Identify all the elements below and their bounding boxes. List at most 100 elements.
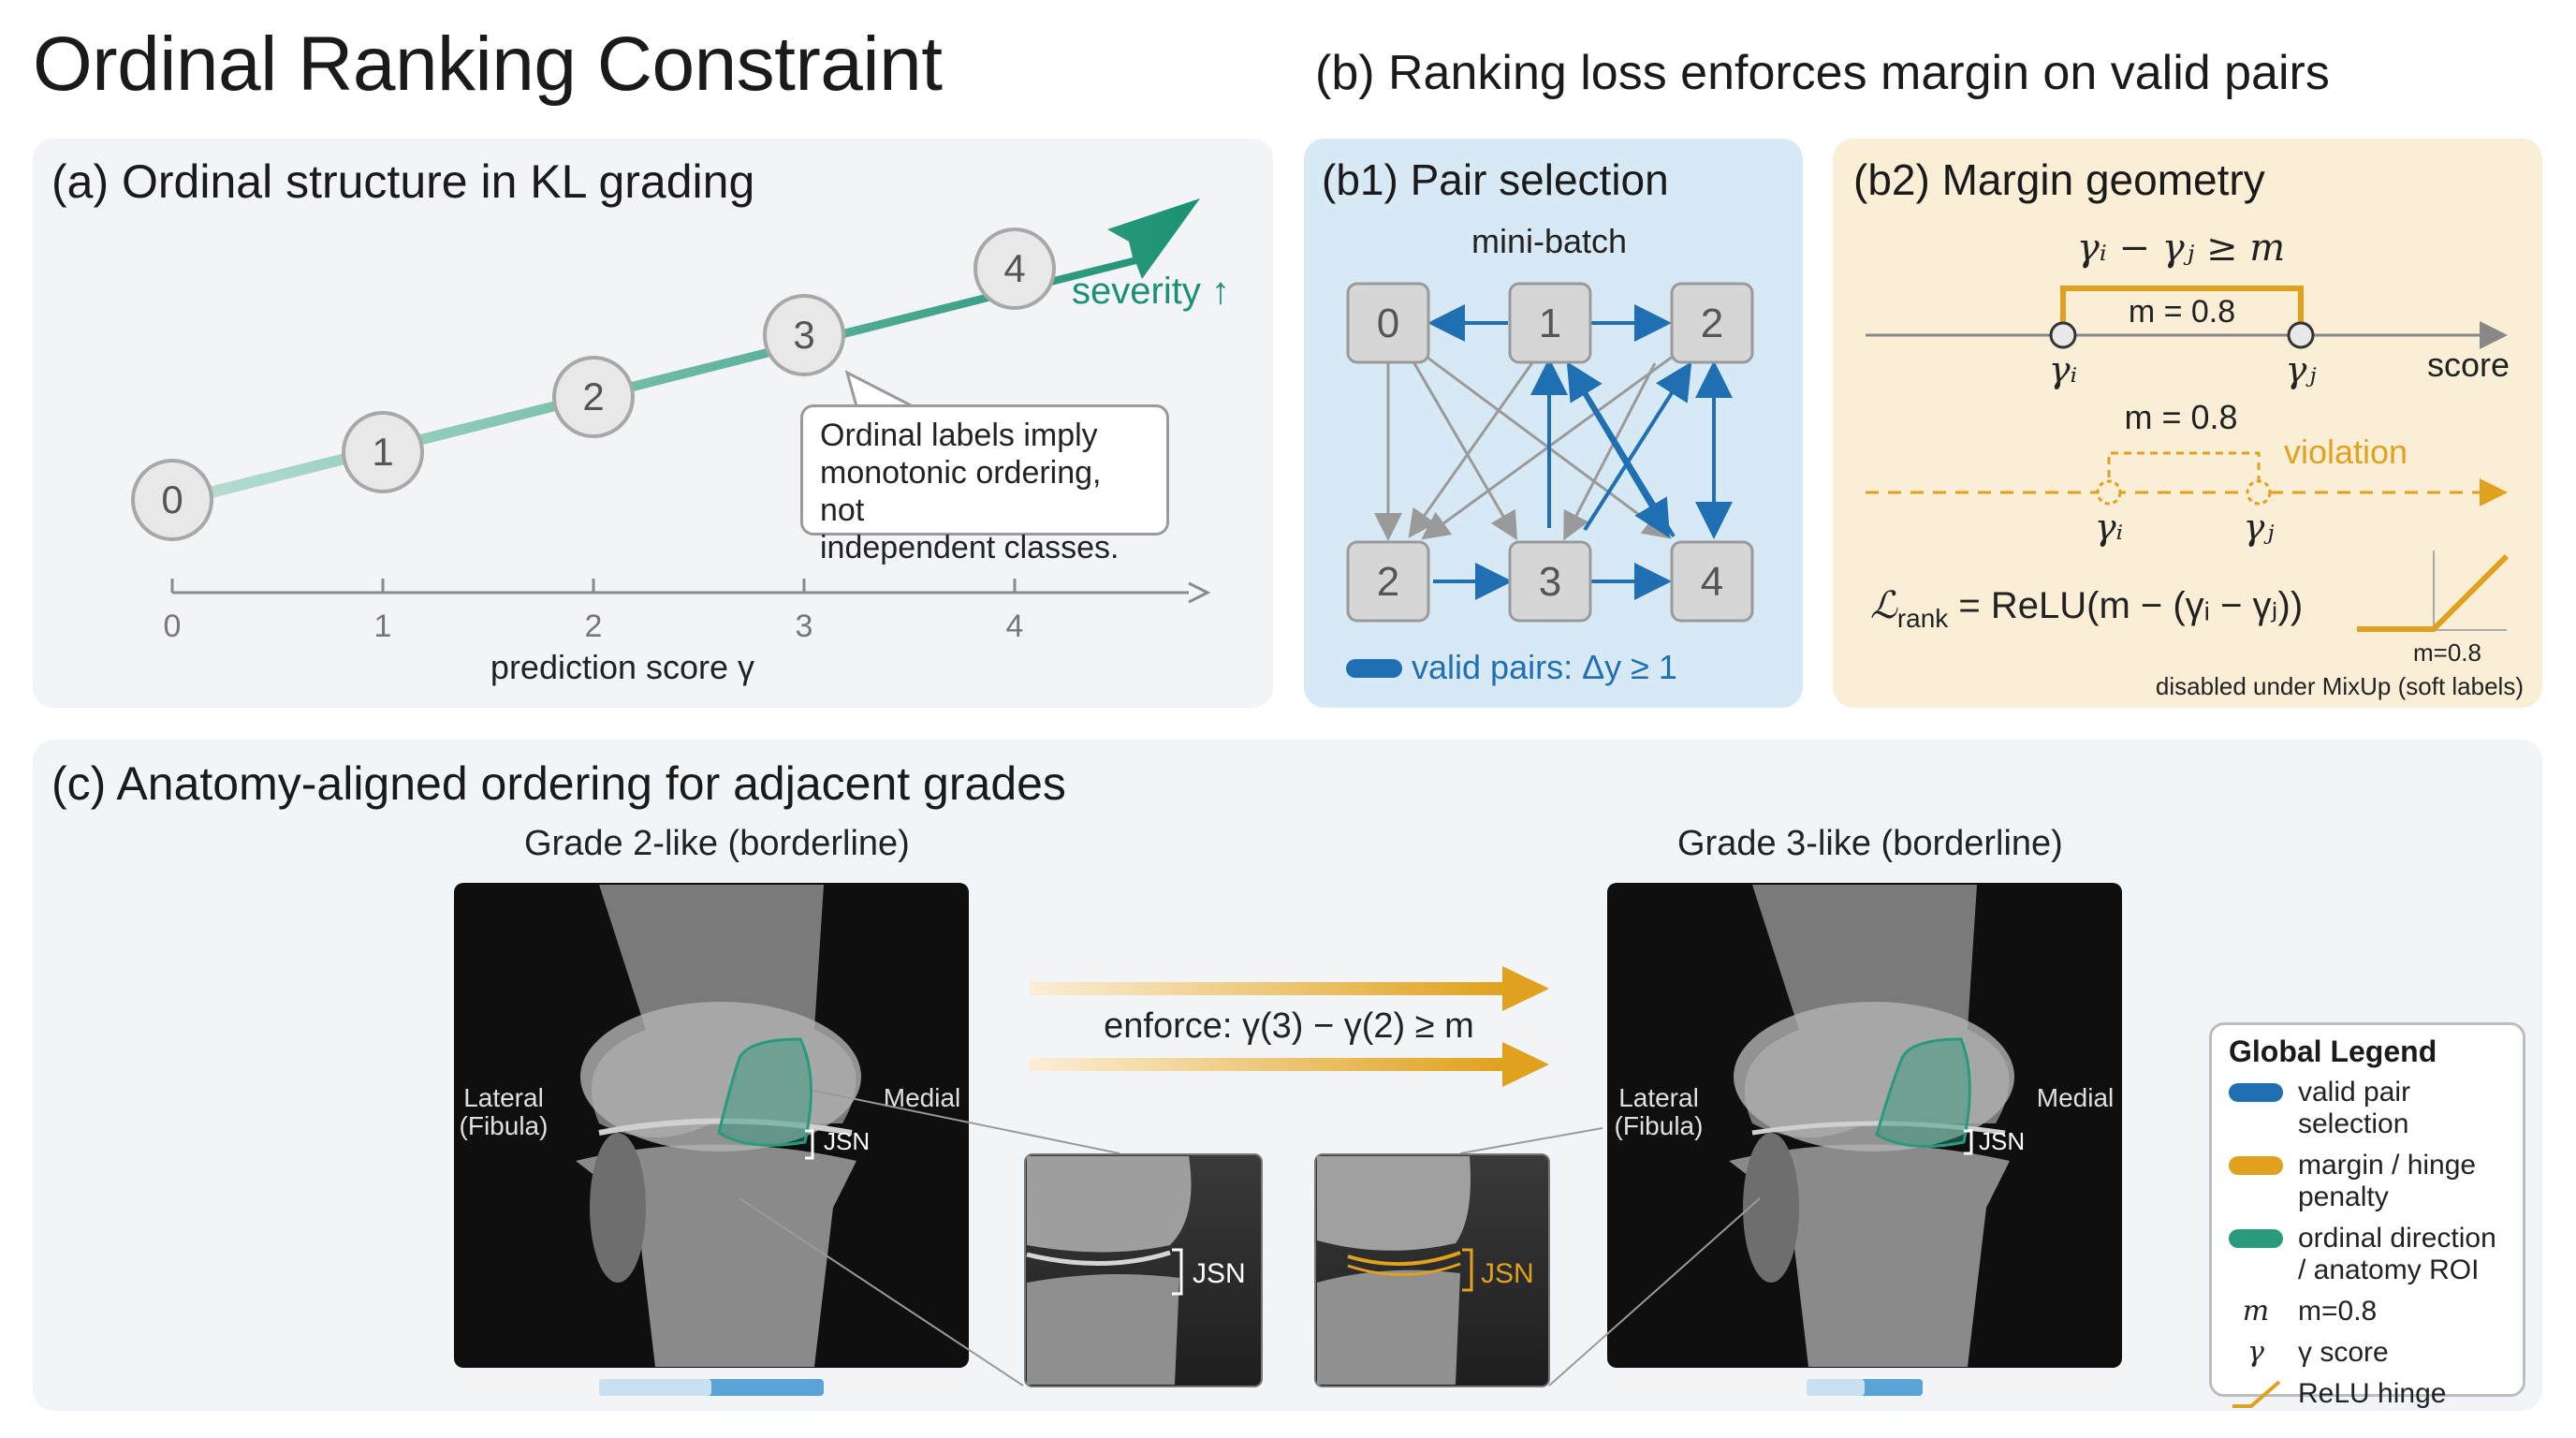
right-zoom-box — [1314, 1153, 1550, 1387]
legend-item-gamma: γ γ score — [2229, 1337, 2506, 1369]
b1-bottom-node-3: 3 — [1539, 559, 1561, 605]
tick-2: 2 — [585, 609, 603, 644]
loss-rhs: = ReLU(m − (γᵢ − γⱼ)) — [1948, 585, 2303, 626]
callout-line-3: independent classes. — [820, 530, 1120, 565]
pair-nodes — [1346, 282, 1754, 623]
global-legend: Global Legend valid pair selection margi… — [2209, 1022, 2525, 1409]
legend-m-symbol: m — [2242, 1295, 2270, 1328]
mixup-note: disabled under MixUp (soft labels) — [2156, 672, 2524, 700]
main-title: Ordinal Ranking Constraint — [33, 22, 943, 107]
legend-swatch-orange — [2229, 1156, 2283, 1175]
legend-gamma-symbol: γ — [2247, 1336, 2264, 1369]
violation-gamma-j-label: γⱼ — [2244, 506, 2275, 548]
loss-symbol: ℒ — [1870, 584, 1898, 627]
left-jsn-label: JSN — [824, 1127, 870, 1155]
panel-b2 — [1833, 139, 2542, 708]
zoom-connectors — [739, 1090, 1761, 1387]
right-lateral-label: Lateral — [1618, 1083, 1699, 1112]
left-xray-caption: Grade 2-like (borderline) — [524, 824, 910, 863]
b1-top-node-1: 1 — [1539, 301, 1561, 346]
left-fibula-label: (Fibula) — [460, 1111, 549, 1140]
right-xray-caption: Grade 3-like (borderline) — [1677, 824, 2063, 863]
violation-gamma-j — [2246, 479, 2272, 506]
x-axis-label: prediction score γ — [490, 648, 754, 686]
margin-inequality: γᵢ − γⱼ ≥ m — [2077, 227, 2285, 270]
callout-pointer — [844, 370, 914, 408]
panel-a-title: (a) Ordinal structure in KL grading — [51, 155, 755, 208]
b1-top-node-0: 0 — [1377, 301, 1399, 346]
right-fibula-label: (Fibula) — [1615, 1111, 1704, 1140]
panel-b1-title: (b1) Pair selection — [1322, 155, 1669, 204]
right-zoom-jsn: JSN — [1481, 1258, 1534, 1289]
mini-batch-label: mini-batch — [1471, 222, 1627, 260]
margin-geometry: γᵢ − γⱼ ≥ m m = 0.8 γᵢ γⱼ score m = 0.8 … — [1866, 227, 2524, 700]
panel-b2-title: (b2) Margin geometry — [1853, 155, 2265, 204]
gamma-i-label: γᵢ — [2049, 349, 2077, 390]
left-xray — [454, 883, 969, 1368]
gamma-j-label: γⱼ — [2286, 349, 2317, 390]
b1-top-node-2: 2 — [1701, 301, 1723, 346]
violation-bracket — [2107, 451, 2261, 491]
legend-swatch-teal — [2229, 1229, 2283, 1248]
tick-0: 0 — [164, 609, 182, 644]
margin-mid-label: m = 0.8 — [2124, 398, 2237, 436]
valid-pairs-legend: valid pairs: Δy ≥ 1 — [1412, 648, 1677, 686]
margin-bracket — [2060, 286, 2304, 333]
relu-hinge-icon — [2232, 1380, 2281, 1408]
violation-gamma-i — [2096, 479, 2122, 506]
x-axis-ticks — [170, 579, 1017, 593]
left-lateral-label: Lateral — [463, 1083, 544, 1112]
b1-bottom-node-2: 2 — [1377, 559, 1399, 605]
left-zoom-jsn: JSN — [1193, 1258, 1246, 1289]
violation-label: violation — [2284, 433, 2408, 471]
score-label: score — [2427, 345, 2510, 384]
panel-c-title: (c) Anatomy-aligned ordering for adjacen… — [51, 757, 1066, 810]
legend-m-text: m=0.8 — [2298, 1296, 2378, 1327]
legend-text-ordinal: ordinal direction / anatomy ROI — [2298, 1223, 2496, 1285]
margin-top-label: m = 0.8 — [2129, 294, 2235, 330]
tick-3: 3 — [796, 609, 813, 644]
legend-item-ordinal: ordinal direction / anatomy ROI — [2229, 1223, 2506, 1286]
legend-item-valid: valid pair selection — [2229, 1077, 2506, 1140]
legend-swatch-blue — [2229, 1083, 2283, 1102]
valid-pair-edges — [1427, 304, 1733, 600]
rank-loss-formula: ℒrank = ReLU(m − (γᵢ − γⱼ)) — [1870, 584, 2303, 633]
b1-bottom-node-4: 4 — [1701, 559, 1723, 605]
node-0: 0 — [161, 477, 183, 521]
panel-c — [33, 740, 2542, 1411]
legend-item-m: m m=0.8 — [2229, 1296, 2506, 1328]
node-4: 4 — [1003, 246, 1025, 290]
hinge-m-label: m=0.8 — [2413, 638, 2481, 667]
enforce-label: enforce: γ(3) − γ(2) ≥ m — [1104, 1006, 1474, 1046]
legend-relu-text: ReLU hinge — [2298, 1378, 2447, 1409]
ordinal-nodes — [131, 227, 1056, 541]
violation-gamma-i-label: γᵢ — [2095, 506, 2123, 548]
relu-hinge-curve — [2357, 553, 2510, 632]
enforce-arrows — [1030, 966, 1549, 1087]
pair-selection-graph: mini-batch 0 1 2 2 3 4 valid pairs: Δy ≥… — [1346, 222, 1754, 686]
legend-title: Global Legend — [2229, 1034, 2437, 1068]
severity-label: severity ↑ — [1072, 271, 1230, 312]
loss-subscript: rank — [1897, 604, 1949, 633]
legend-item-relu: ReLU hinge — [2229, 1378, 2506, 1410]
legend-gamma-text: γ score — [2298, 1337, 2389, 1368]
ordinal-severity-band — [171, 198, 1200, 507]
panel-b-title: (b) Ranking loss enforces margin on vali… — [1315, 46, 2330, 100]
node-2: 2 — [582, 374, 604, 418]
tick-1: 1 — [374, 609, 392, 644]
right-xray — [1607, 883, 2122, 1368]
legend-text-margin: margin / hinge penalty — [2298, 1150, 2477, 1212]
gamma-j-point — [2287, 321, 2315, 349]
tick-4: 4 — [1006, 609, 1024, 644]
node-3: 3 — [793, 313, 814, 357]
node-1: 1 — [372, 430, 393, 474]
callout-line-2: monotonic ordering, not — [820, 455, 1102, 528]
right-medial-label: Medial — [2037, 1083, 2114, 1112]
panel-a-diagram: 0 1 2 3 4 severity ↑ 0 1 2 3 4 predictio… — [131, 198, 1230, 686]
legend-item-margin: margin / hinge penalty — [2229, 1150, 2506, 1213]
right-jsn-label: JSN — [1979, 1127, 2025, 1155]
valid-pair-swatch — [1346, 659, 1402, 678]
callout-line-1: Ordinal labels imply — [820, 418, 1098, 453]
gamma-i-point — [2049, 321, 2077, 349]
